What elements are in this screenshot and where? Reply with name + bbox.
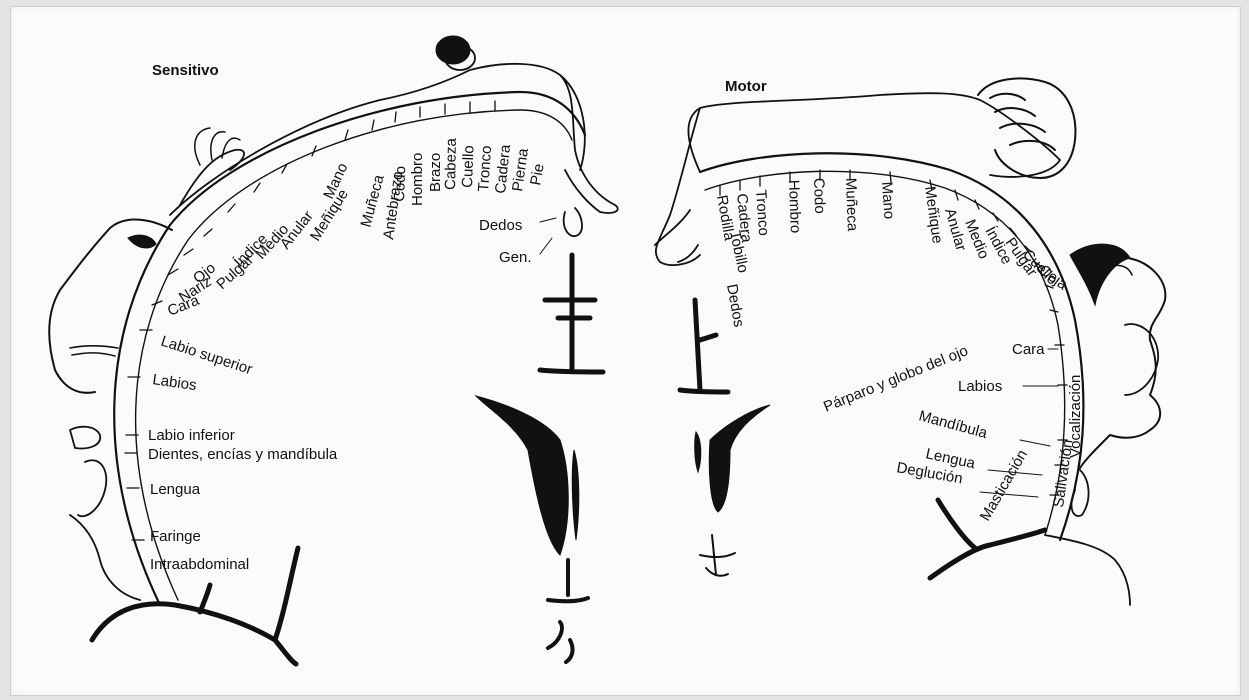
sensory-head-hair (436, 36, 470, 64)
section-left-top (540, 255, 603, 372)
label-muneca-mot: Muñeca (842, 178, 861, 233)
sensory-jaw (70, 427, 100, 449)
label-dedos-mot: Dedos (723, 283, 747, 329)
label-brazo: Brazo (427, 153, 444, 192)
motor-bottom-contour (1045, 535, 1130, 605)
motor-homunculus (655, 78, 1165, 605)
sensory-genitals (564, 208, 582, 236)
label-cara-mot: Cara (1012, 341, 1045, 358)
label-parpado: Párparo y globo del ojo (821, 342, 970, 416)
section-left-base (548, 622, 573, 662)
label-dientes: Dientes, encías y mandíbula (148, 446, 338, 463)
label-hombro-sens: Hombro (409, 153, 426, 206)
label-mandibula-mot: Mandíbula (917, 407, 990, 442)
motor-hand (978, 78, 1075, 178)
label-lengua-sens: Lengua (150, 481, 201, 498)
sensory-lips (70, 346, 118, 356)
label-cabeza: Cabeza (442, 137, 460, 190)
label-masticacion: Masticación (977, 447, 1031, 524)
label-faringe: Faringe (150, 528, 201, 545)
label-codo-mot: Codo (810, 178, 828, 214)
sensory-hand (195, 128, 240, 165)
label-gen: Gen. (499, 249, 532, 266)
section-left-sliver (572, 450, 579, 540)
section-right-bottom (700, 535, 735, 576)
motor-title: Motor (725, 78, 767, 95)
label-cuello-sens: Cuello (459, 145, 477, 188)
label-labios-mot: Labios (958, 378, 1002, 395)
section-right-middle (709, 405, 770, 512)
label-mano-mot: Mano (878, 181, 898, 220)
label-menique-mot: Meñique (921, 185, 946, 244)
label-labio-inferior: Labio inferior (148, 427, 235, 444)
sensory-homunculus (49, 36, 617, 664)
section-right-top (680, 300, 728, 392)
label-intraabdominal: Intraabdominal (150, 556, 249, 573)
motor-jaw-tongue (1071, 470, 1088, 516)
sensory-tongue (78, 460, 106, 516)
label-labio-superior: Labio superior (159, 333, 255, 379)
label-cara-sens: Cara (165, 292, 202, 320)
sensory-title: Sensitivo (152, 62, 219, 79)
sensory-leaders (540, 218, 556, 254)
motor-hair (1070, 244, 1130, 305)
brain-sections (476, 255, 770, 662)
label-tronco-mot: Tronco (752, 189, 772, 236)
section-right-sliver (695, 432, 701, 472)
label-dedos-sens: Dedos (479, 217, 522, 234)
label-pie: Pie (527, 162, 548, 186)
section-left-middle (476, 396, 568, 555)
sensory-eye (128, 235, 156, 248)
section-left-bottom (548, 560, 588, 601)
label-hombro-mot: Hombro (785, 180, 804, 234)
motor-labels: Motor Dedos Tobillo Rodilla Cadera Tronc… (713, 78, 1084, 524)
label-labios-sens: Labios (151, 371, 197, 394)
label-tronco-sens: Tronco (475, 145, 495, 192)
